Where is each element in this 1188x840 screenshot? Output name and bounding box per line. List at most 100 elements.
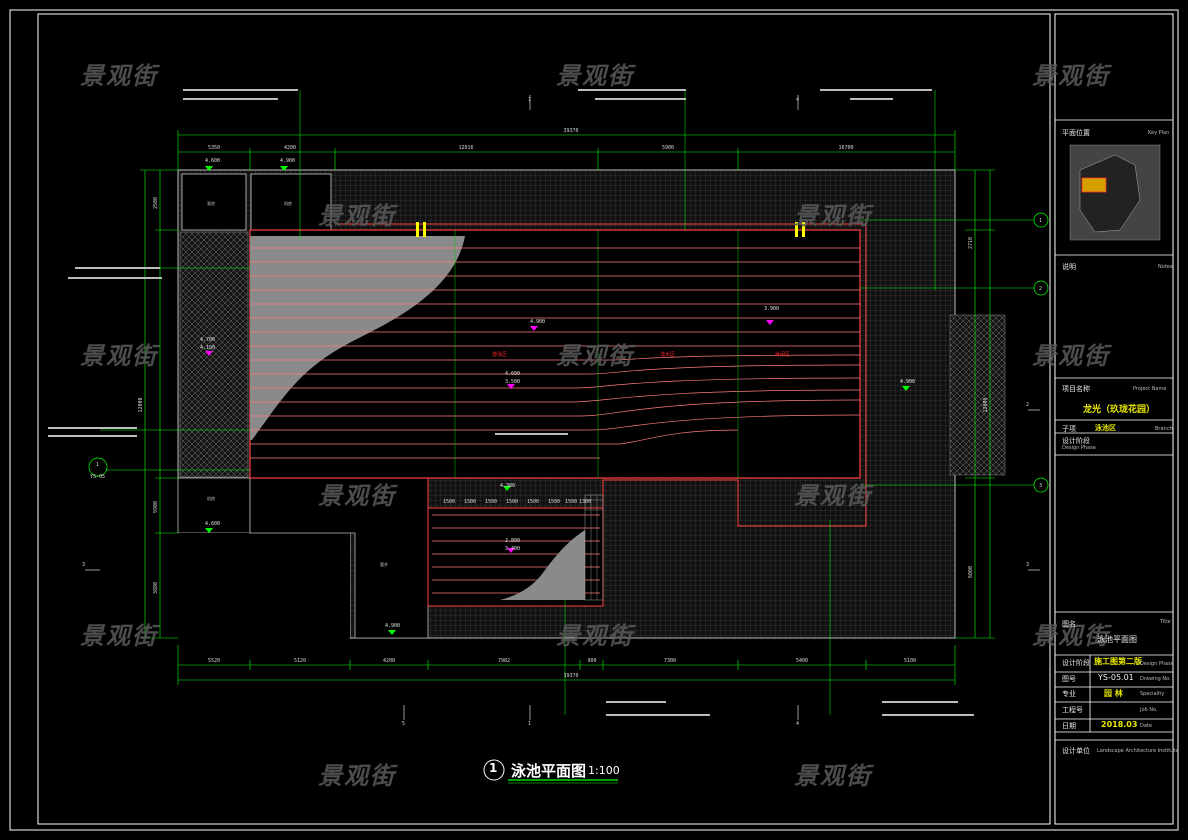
section-ref-left-sheet: YS-05	[90, 474, 105, 480]
zone-label-3: 休闲区	[775, 351, 790, 358]
elevation-markers-green	[205, 166, 910, 635]
title-block-lines	[1055, 119, 1173, 741]
elev-14: 3.400	[505, 546, 520, 552]
tb-speciality-label: 专业	[1062, 690, 1076, 698]
pump-room	[181, 173, 247, 231]
elevation-markers	[205, 320, 774, 553]
tb-date-en: Date	[1140, 723, 1152, 729]
tb-project-name-label: 项目名称	[1062, 385, 1090, 393]
section-ref-side-2: 2	[1026, 402, 1029, 408]
dim-overall-top: 39370	[563, 128, 578, 134]
tb-job-no-en: Job No.	[1140, 707, 1158, 713]
elev-3: 4.700	[200, 337, 215, 343]
tb-project-name: 龙光（玖珑花园）	[1083, 405, 1156, 415]
section-ref-right-3: 3	[1039, 483, 1042, 489]
dim-lines-left	[140, 169, 178, 639]
shallow-beach-area	[250, 236, 465, 440]
dim-inner-4: 1500	[506, 499, 518, 505]
section-ref-bottom-0: 5	[402, 721, 405, 727]
dim-overall-bottom: 39370	[563, 673, 578, 679]
tb-sub-label: 子项	[1062, 425, 1076, 433]
dim-lines-bottom	[177, 645, 956, 685]
dim-top-1: 5350	[208, 145, 220, 151]
elev-11: 4.600	[505, 371, 520, 377]
drawing-scale: 1:100	[588, 764, 620, 777]
dim-bottom-7: 5400	[796, 658, 808, 664]
elev-7: 4.900	[385, 623, 400, 629]
lower-pool-shallow	[500, 530, 585, 600]
dim-bottom-3: 4200	[383, 658, 395, 664]
dim-right-3: 6000	[968, 566, 974, 578]
section-ref-left-number: 1	[96, 462, 99, 468]
tb-speciality: 园 林	[1104, 689, 1123, 698]
dim-left-1: 2500	[153, 197, 159, 209]
tb-drawing-no-label: 图号	[1062, 675, 1076, 683]
tb-date-label: 日期	[1062, 722, 1076, 730]
section-ref-top-1: 1	[528, 97, 531, 103]
pool-grid-lines	[454, 230, 739, 478]
dim-top-2: 4200	[284, 145, 296, 151]
section-ref-left-3: 3	[82, 562, 85, 568]
dim-top-3: 12016	[458, 145, 473, 151]
dim-bottom-5: 900	[587, 658, 596, 664]
equipment-room	[250, 173, 332, 231]
dim-lines-right	[955, 169, 995, 639]
room-label-1: 泵房	[207, 200, 215, 206]
zone-label-1: 游泳区	[492, 351, 507, 358]
tb-institute-en: Landscape Architecture Institute	[1097, 748, 1179, 754]
tb-title-en: Title	[1160, 619, 1171, 625]
dim-lines-top	[177, 130, 956, 170]
tb-notes-label: 说明	[1062, 263, 1076, 271]
tb-project-name-en: Project Name	[1133, 386, 1167, 392]
drawing-title: 泳池平面图	[511, 762, 587, 780]
dim-inner-5: 1500	[527, 499, 539, 505]
section-circles	[88, 212, 1049, 493]
tb-institute-label: 设计单位	[1062, 747, 1090, 755]
dim-bottom-1: 5520	[208, 658, 220, 664]
elev-6: 4.600	[205, 521, 220, 527]
tb-key-plan-en: Key Plan	[1148, 130, 1170, 136]
elev-9: 4.900	[530, 319, 545, 325]
dim-right-1: 2710	[968, 237, 974, 249]
tb-title-label: 图名	[1062, 620, 1076, 628]
dim-right-2: 12000	[983, 397, 989, 412]
step-lines	[585, 495, 603, 600]
section-ref-side-3: 3	[1026, 562, 1029, 568]
tb-date: 2018.03	[1101, 720, 1138, 729]
dim-inner-6: 1500	[548, 499, 560, 505]
zone-label-2: 浅水区	[660, 351, 675, 358]
dim-inner-8: 1300	[579, 499, 591, 505]
key-plan-site	[1079, 154, 1141, 233]
callout-markers	[416, 222, 805, 237]
elev-1: 4.600	[205, 158, 220, 164]
section-ref-top-2: 4	[796, 97, 799, 103]
key-plan-highlight	[1081, 177, 1107, 193]
drawing-title-circle	[483, 759, 505, 781]
dim-inner-2: 1500	[464, 499, 476, 505]
drawing-title-number: 1	[489, 761, 498, 775]
section-ref-right-2: 2	[1039, 286, 1042, 292]
dim-bottom-4: 7982	[498, 658, 510, 664]
elev-13: 2.800	[505, 538, 520, 544]
tb-sub-value: 泳池区	[1095, 424, 1116, 432]
tb-design-phase-en: Design Phase	[1062, 445, 1096, 451]
section-ref-right-1: 1	[1039, 218, 1042, 224]
section-leaders	[95, 90, 1040, 715]
tb-drawing-title: 泳池平面图	[1097, 635, 1137, 644]
steps	[584, 494, 604, 601]
void-bottom-left	[178, 533, 350, 638]
tb-drawing-no: YS-05.01	[1098, 673, 1134, 682]
pool-stripes	[250, 247, 861, 459]
room-label-2: 机房	[284, 200, 292, 206]
section-cut-marks	[85, 95, 1040, 720]
tb-sub-en: Branch	[1155, 426, 1173, 432]
title-block-frame	[1054, 13, 1174, 825]
dim-top-4: 5900	[662, 145, 674, 151]
dim-bottom-6: 7300	[664, 658, 676, 664]
section-ref-bottom-1: 1	[528, 721, 531, 727]
elev-2: 4.900	[280, 158, 295, 164]
tb-design-phase-label: 设计阶段	[1062, 437, 1090, 445]
dim-inner-1: 1500	[443, 499, 455, 505]
dim-inner-7: 1500	[565, 499, 577, 505]
